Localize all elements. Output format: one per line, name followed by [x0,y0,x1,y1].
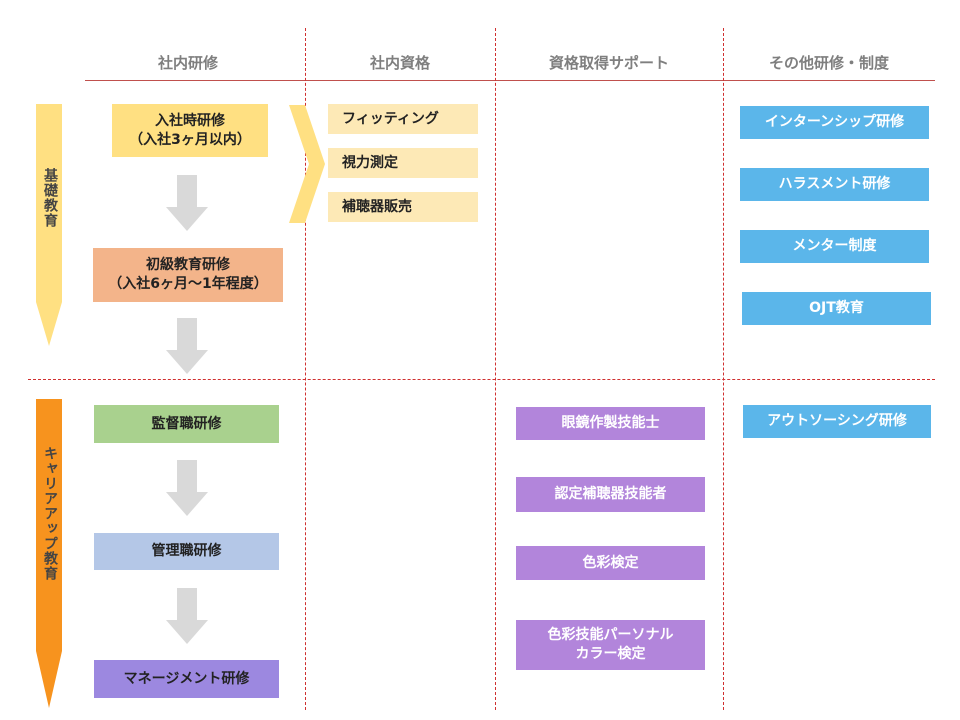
basic-phase-arrow [36,104,62,346]
column-divider [723,28,724,710]
column-header-other-training: その他研修・制度 [768,54,889,72]
certification-eyeglass-technician: 眼鏡作製技能士 [516,407,705,440]
other-harassment-training: ハラスメント研修 [740,168,929,201]
header-underline [85,80,935,81]
chevron-right-icon [289,105,325,223]
basic-phase-label: 基礎教育 [42,168,58,228]
supervisor-training-box: 監督職研修 [94,405,279,443]
down-arrow-icon [166,460,208,516]
other-ojt-education: OJT教育 [742,292,931,325]
column-divider [495,28,496,710]
column-header-certification-support: 資格取得サポート [548,54,669,72]
qualification-vision-test: 視力測定 [328,148,478,178]
down-arrow-icon [166,588,208,644]
management-training-box: マネージメント研修 [94,660,279,698]
onboarding-training-box: 入社時研修 （入社3ヶ月以内） [112,104,268,157]
phase-divider [28,379,935,380]
other-mentor-system: メンター制度 [740,230,929,263]
down-arrow-icon [166,175,208,231]
certification-personal-color-test: 色彩技能パーソナル カラー検定 [516,620,705,670]
column-header-internal-qualification: 社内資格 [369,54,430,72]
qualification-fitting: フィッティング [328,104,478,134]
manager-training-box: 管理職研修 [94,533,279,570]
column-divider [305,28,306,710]
other-internship-training: インターンシップ研修 [740,106,929,139]
other-outsourcing-training: アウトソーシング研修 [743,405,931,438]
beginner-training-box: 初級教育研修 （入社6ヶ月～1年程度） [93,248,283,302]
qualification-hearing-aid-sales: 補聴器販売 [328,192,478,222]
down-arrow-icon [166,318,208,374]
career-phase-arrow [36,399,62,708]
column-header-internal-training: 社内研修 [157,54,218,72]
certification-color-test: 色彩検定 [516,546,705,580]
certification-hearing-aid-technician: 認定補聴器技能者 [516,477,705,512]
career-phase-label: キャリアアップ教育 [42,446,58,581]
